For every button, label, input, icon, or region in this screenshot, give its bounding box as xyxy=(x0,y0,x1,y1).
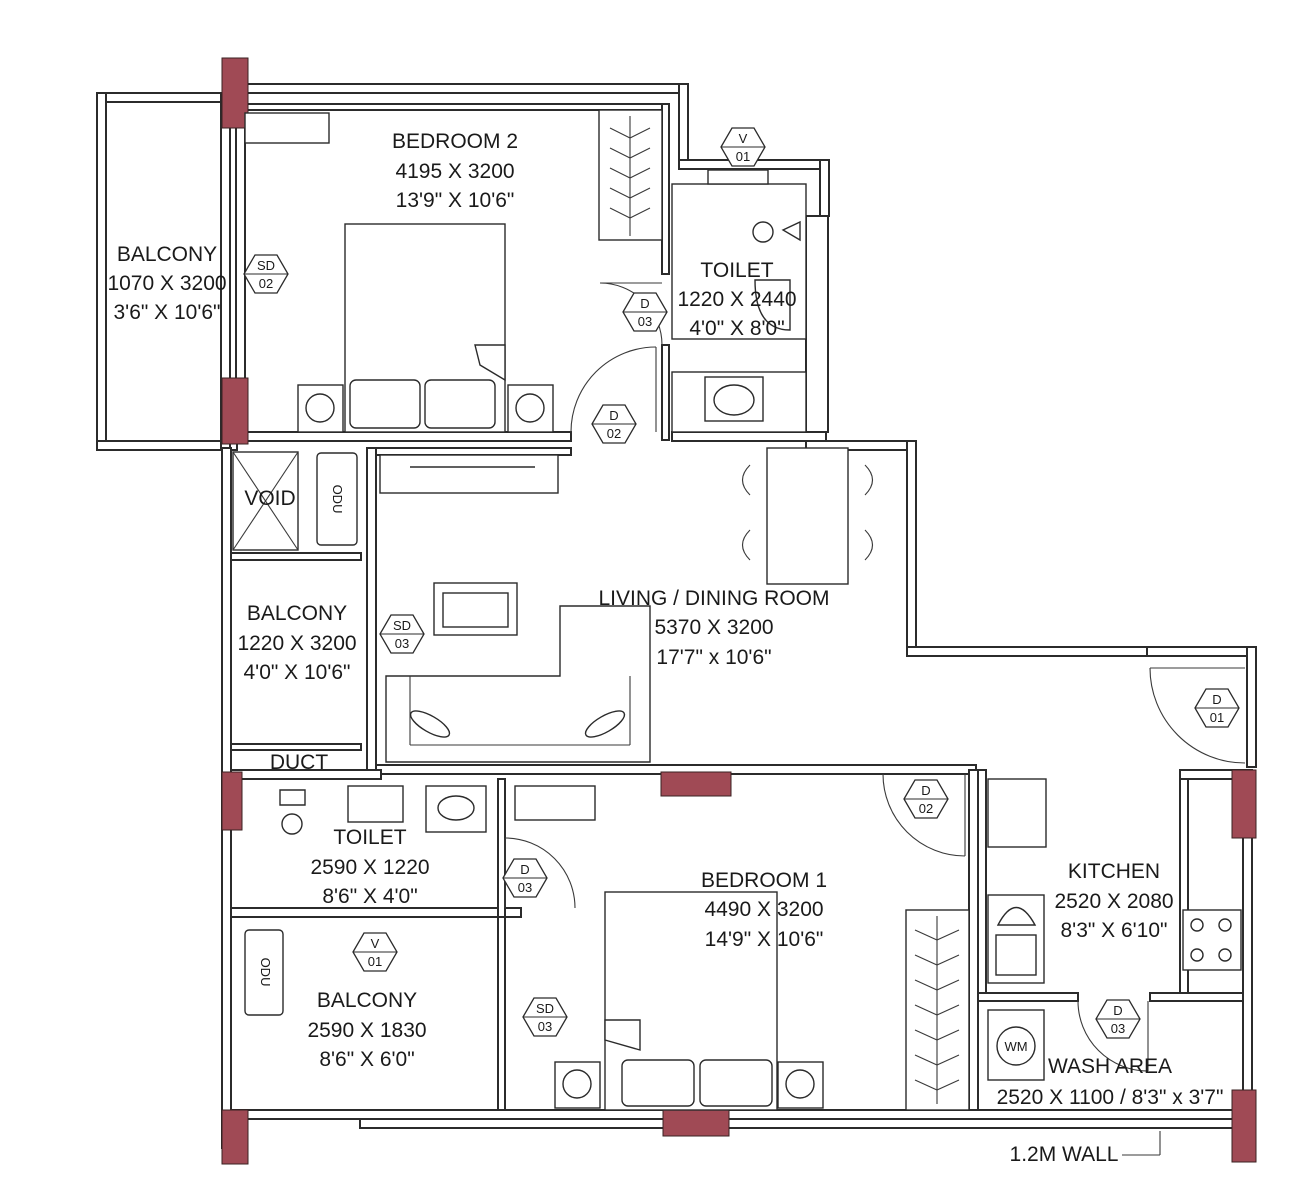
structural-column xyxy=(221,57,249,129)
tag-number: 03 xyxy=(518,880,532,895)
tag-number: 01 xyxy=(368,954,382,969)
balcony-mid-imperial: 4'0" X 10'6" xyxy=(244,661,351,684)
tag-number: 02 xyxy=(919,801,933,816)
living-name: LIVING / DINING ROOM xyxy=(598,587,829,610)
toilet-bottom-metric: 2590 X 1220 xyxy=(310,856,429,879)
balcony-mid-metric: 1220 X 3200 xyxy=(237,632,356,655)
balcony-left-metric: 1070 X 3200 xyxy=(107,272,226,295)
door-tag: D 03 xyxy=(502,858,548,898)
door-tag: D 03 xyxy=(622,292,668,332)
void-label: VOID xyxy=(244,487,295,510)
tag-prefix: V xyxy=(739,131,748,146)
wash-area-name: WASH AREA xyxy=(1048,1055,1172,1078)
tag-prefix: SD xyxy=(393,618,411,633)
tag-number: 01 xyxy=(1210,710,1224,725)
wall-note: 1.2M WALL xyxy=(1010,1143,1119,1166)
tag-number: 01 xyxy=(736,149,750,164)
balcony-left-imperial: 3'6" X 10'6" xyxy=(114,301,221,324)
toilet-top-name: TOILET xyxy=(700,259,773,282)
door-swings xyxy=(504,282,1246,1072)
balcony-mid-name: BALCONY xyxy=(247,602,347,625)
structural-column xyxy=(1231,769,1257,839)
door-tag: V 01 xyxy=(720,127,766,167)
living-metric: 5370 X 3200 xyxy=(654,616,773,639)
tag-prefix: SD xyxy=(536,1001,554,1016)
tag-prefix: V xyxy=(371,936,380,951)
duct-label: DUCT xyxy=(270,751,328,774)
tag-number: 03 xyxy=(395,636,409,651)
bedroom1-metric: 4490 X 3200 xyxy=(704,898,823,921)
toilet-top-imperial: 4'0" X 8'0" xyxy=(689,317,784,340)
tag-number: 03 xyxy=(1111,1021,1125,1036)
structural-column xyxy=(221,771,243,831)
tag-prefix: SD xyxy=(257,258,275,273)
odu-label-top: ODU xyxy=(330,485,345,514)
tag-prefix: D xyxy=(1212,692,1221,707)
kitchen-metric: 2520 X 2080 xyxy=(1054,890,1173,913)
toilet-bottom-name: TOILET xyxy=(333,826,406,849)
wash-area-dims: 2520 X 1100 / 8'3" x 3'7" xyxy=(997,1086,1224,1109)
kitchen-name: KITCHEN xyxy=(1068,860,1160,883)
structural-column xyxy=(660,771,732,797)
bedroom1-name: BEDROOM 1 xyxy=(701,869,827,892)
bedroom1-imperial: 14'9" X 10'6" xyxy=(705,928,824,951)
tag-number: 03 xyxy=(538,1019,552,1034)
bedroom2-metric: 4195 X 3200 xyxy=(395,160,514,183)
structural-column xyxy=(221,1109,249,1165)
structural-column xyxy=(662,1109,730,1137)
structural-column xyxy=(1231,1089,1257,1163)
balcony-left-name: BALCONY xyxy=(117,243,217,266)
odu-label-bottom: ODU xyxy=(258,958,273,987)
tag-prefix: D xyxy=(609,408,618,423)
structural-column xyxy=(221,377,249,445)
toilet-bottom-imperial: 8'6" X 4'0" xyxy=(322,885,417,908)
tag-number: 02 xyxy=(607,426,621,441)
tag-prefix: D xyxy=(520,862,529,877)
living-imperial: 17'7" x 10'6" xyxy=(656,646,771,669)
room-labels: BEDROOM 2 4195 X 3200 13'9" X 10'6" BALC… xyxy=(107,130,1223,1166)
tag-number: 02 xyxy=(259,276,273,291)
bedroom2-imperial: 13'9" X 10'6" xyxy=(396,189,515,212)
tag-number: 03 xyxy=(638,314,652,329)
furniture xyxy=(232,109,1242,1111)
door-tag: D 02 xyxy=(591,404,637,444)
balcony-bottom-name: BALCONY xyxy=(317,989,417,1012)
bedroom2-name: BEDROOM 2 xyxy=(392,130,518,153)
door-tag: D 02 xyxy=(903,779,949,819)
kitchen-imperial: 8'3" X 6'10" xyxy=(1061,919,1168,942)
walls xyxy=(96,83,1257,1149)
toilet-top-metric: 1220 X 2440 xyxy=(677,288,796,311)
balcony-bottom-imperial: 8'6" X 6'0" xyxy=(319,1048,414,1071)
balcony-bottom-metric: 2590 X 1830 xyxy=(307,1019,426,1042)
door-tag: D 01 xyxy=(1194,688,1240,728)
door-tag: SD 02 xyxy=(243,254,289,294)
tag-prefix: D xyxy=(1113,1003,1122,1018)
door-tag: SD 03 xyxy=(379,614,425,654)
door-tag: SD 03 xyxy=(522,997,568,1037)
structural-columns xyxy=(221,57,1257,1165)
wm-label: WM xyxy=(1004,1039,1027,1054)
tag-prefix: D xyxy=(640,296,649,311)
door-tag: D 03 xyxy=(1095,999,1141,1039)
door-tag: V 01 xyxy=(352,932,398,972)
tag-prefix: D xyxy=(921,783,930,798)
